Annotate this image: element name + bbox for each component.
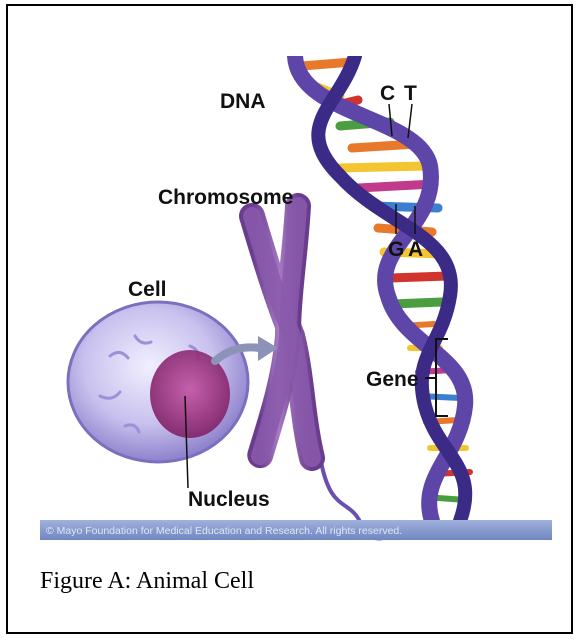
base-label-g: G <box>388 238 404 261</box>
dna-label: DNA <box>220 90 266 113</box>
illustration-svg: C T G A <box>40 56 552 554</box>
nucleus-label: Nucleus <box>188 488 270 511</box>
base-pair-rung <box>390 276 448 278</box>
base-label-c: C <box>380 82 395 105</box>
dna-illustration: C T G A <box>40 56 552 554</box>
copyright-credit: © Mayo Foundation for Medical Education … <box>46 525 402 537</box>
base-label-t: T <box>404 82 417 105</box>
animal-cell <box>68 302 248 462</box>
base-label-a: A <box>408 238 423 261</box>
base-pair-rung <box>340 166 426 168</box>
gene-label: Gene <box>366 368 419 391</box>
chromosome <box>252 206 312 458</box>
cell-label: Cell <box>128 278 167 301</box>
figure-frame: C T G A <box>6 4 573 634</box>
figure-caption: Figure A: Animal Cell <box>40 568 254 595</box>
chromosome-label: Chromosome <box>158 186 293 209</box>
